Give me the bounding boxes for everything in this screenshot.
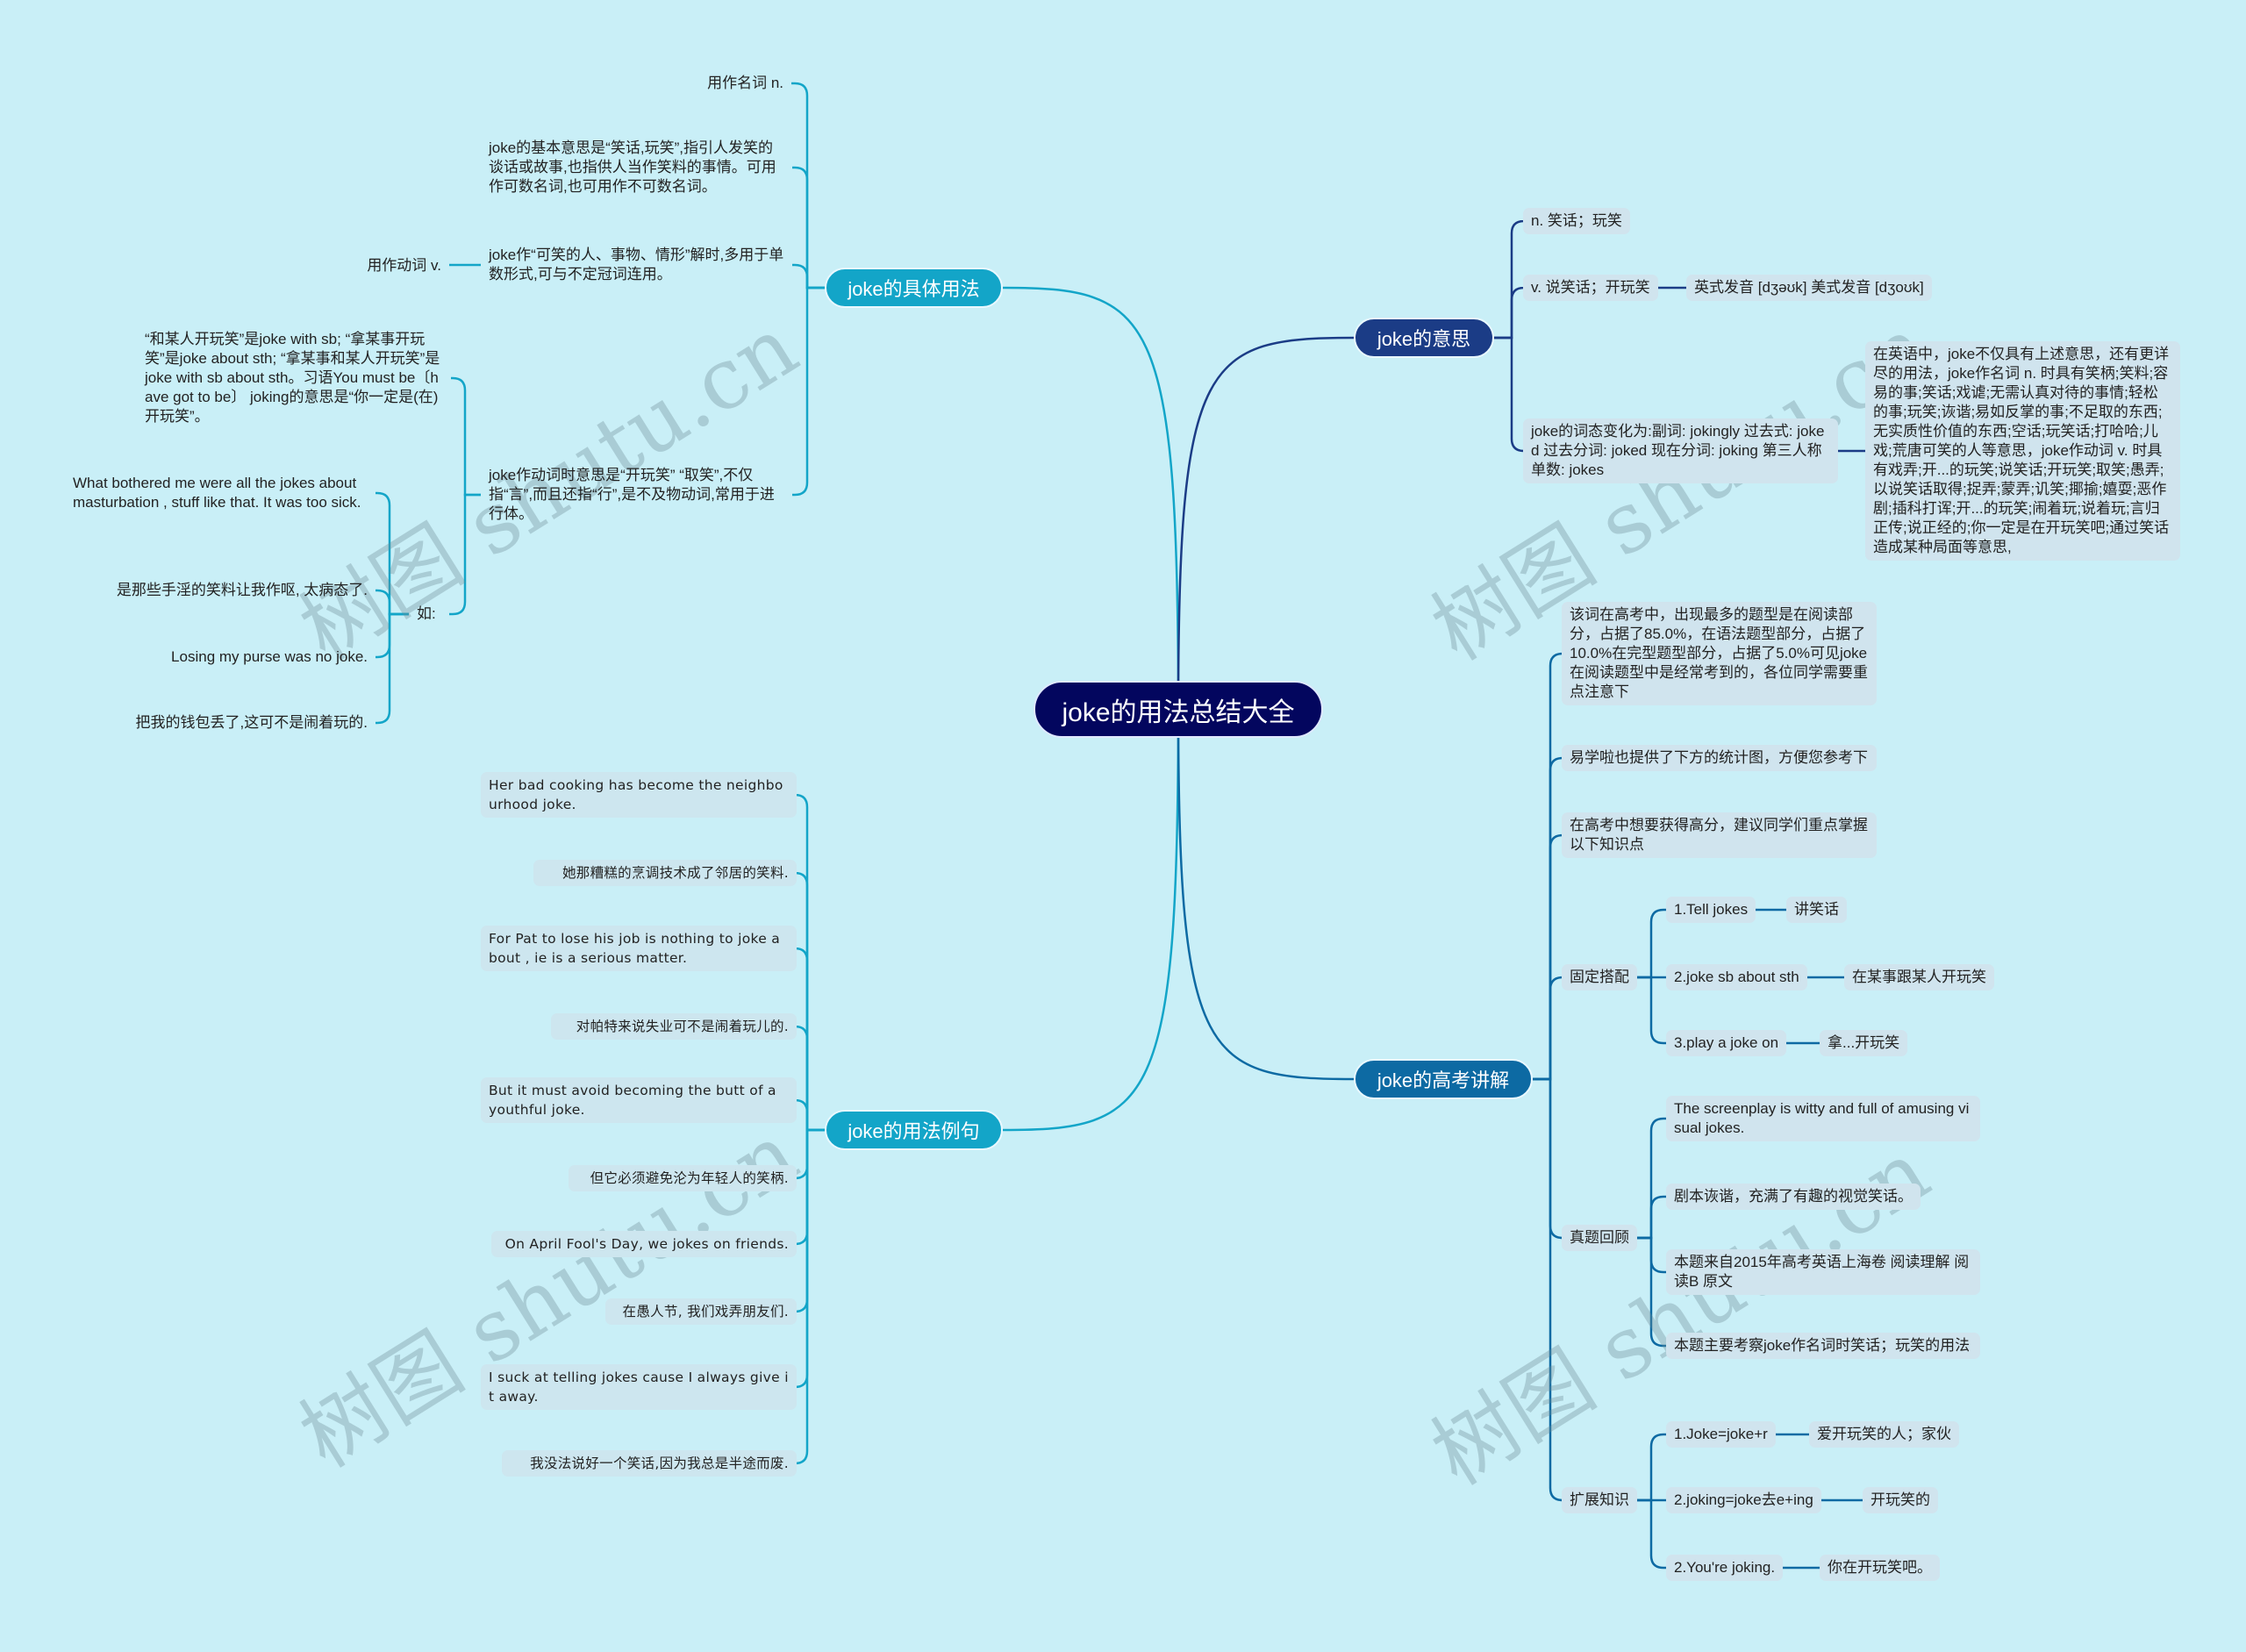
collocation-zh[interactable]: 拿...开玩笑 [1820, 1030, 1908, 1056]
connector [1533, 652, 1563, 1081]
review-item[interactable]: The screenplay is witty and full of amus… [1666, 1096, 1980, 1141]
usage-such-as[interactable]: 如: [417, 605, 436, 622]
connector [794, 947, 825, 1132]
example-sentence[interactable]: But it must avoid becoming the butt of a… [481, 1077, 797, 1123]
usage-verb[interactable]: 用作动词 v. [367, 257, 441, 274]
example-sentence[interactable]: On April Fool's Day, we jokes on friends… [491, 1231, 797, 1257]
usage-basic-meaning[interactable]: joke的基本意思是“笑话,玩笑”,指引人发笑的谈话或故事,也指供人当作笑料的事… [489, 139, 776, 195]
example-translation[interactable]: 在愚人节, 我们戏弄朋友们. [605, 1298, 797, 1325]
collocation-zh[interactable]: 讲笑话 [1786, 897, 1847, 923]
collocation-zh[interactable]: 在某事跟某人开玩笑 [1844, 964, 1994, 990]
connector [794, 1128, 825, 1465]
extension-label[interactable]: 扩展知识 [1562, 1487, 1637, 1513]
connector [1177, 709, 1355, 1081]
connector [1002, 709, 1180, 1132]
connector [1533, 976, 1563, 1081]
review-item[interactable]: 本题主要考察joke作名词时笑话；玩笑的用法 [1666, 1333, 1980, 1359]
connector [1533, 756, 1563, 1081]
exam-stats[interactable]: 该词在高考中，出现最多的题型是在阅读部分，占据了85.0%，在语法题型部分，占据… [1562, 602, 1877, 705]
extension-en[interactable]: 2.joking=joke去e+ing [1666, 1487, 1821, 1513]
usage-noun[interactable]: 用作名词 n. [707, 75, 783, 91]
connector [1494, 219, 1525, 340]
extension-zh[interactable]: 你在开玩笑吧。 [1820, 1555, 1940, 1581]
usage-example[interactable]: Losing my purse was no joke. [171, 648, 368, 665]
collocation-en[interactable]: 1.Tell jokes [1666, 897, 1756, 923]
connector [792, 166, 825, 290]
branch-meaning[interactable]: joke的意思 [1354, 318, 1494, 358]
connector [794, 871, 825, 1132]
exam-chart-note[interactable]: 易学啦也提供了下方的统计图，方便您参考下 [1562, 745, 1877, 771]
usage-example[interactable]: 是那些手淫的笑料让我作呕, 太病态了. [116, 582, 368, 598]
connector [1637, 1236, 1666, 1348]
extension-en[interactable]: 1.Joke=joke+r [1666, 1421, 1776, 1448]
review-label[interactable]: 真题回顾 [1562, 1225, 1637, 1251]
connector [376, 612, 409, 725]
connector [451, 376, 481, 497]
connector [1637, 908, 1666, 979]
example-translation[interactable]: 她那糟糕的烹调技术成了邻居的笑料. [533, 860, 797, 886]
connector [376, 589, 409, 616]
meaning-noun[interactable]: n. 笑话；玩笑 [1523, 208, 1630, 234]
branch-examples[interactable]: joke的用法例句 [825, 1110, 1003, 1150]
central-topic[interactable]: joke的用法总结大全 [1034, 681, 1323, 738]
usage-verb-meaning[interactable]: joke作动词时意思是“开玩笑” “取笑”,不仅指“言”,而且还指“行”,是不及… [489, 467, 775, 522]
connector [794, 1128, 825, 1313]
collocation-en[interactable]: 3.play a joke on [1666, 1030, 1787, 1056]
example-translation[interactable]: 对帕特来说失业可不是闹着玩儿的. [551, 1013, 797, 1040]
collocations-label[interactable]: 固定搭配 [1562, 964, 1637, 990]
connector [449, 493, 481, 616]
branch-usage[interactable]: joke的具体用法 [825, 268, 1003, 308]
review-item[interactable]: 本题来自2015年高考英语上海卷 阅读理解 阅读B 原文 [1666, 1249, 1980, 1295]
connector [794, 1128, 825, 1180]
connector [1637, 976, 1666, 1045]
meaning-verb[interactable]: v. 说笑话；开玩笑 [1523, 275, 1658, 301]
branch-exam[interactable]: joke的高考讲解 [1354, 1059, 1533, 1099]
connector [1494, 286, 1525, 340]
usage-phrases[interactable]: “和某人开玩笑”是joke with sb; “拿某事开玩笑”是joke abo… [145, 331, 440, 425]
example-translation[interactable]: 我没法说好一个笑话,因为我总是半途而废. [502, 1450, 797, 1477]
connector [1637, 1117, 1666, 1240]
extension-en[interactable]: 2.You're joking. [1666, 1555, 1784, 1581]
meaning-detail[interactable]: 在英语中，joke不仅具有上述意思，还有更详尽的用法，joke作名词 n. 时具… [1865, 341, 2180, 561]
connector [1533, 1077, 1563, 1240]
connector [1494, 336, 1525, 453]
example-sentence[interactable]: Her bad cooking has become the neighbour… [481, 772, 797, 818]
connector [794, 1025, 825, 1132]
connector [1637, 1433, 1666, 1502]
connector [1637, 1195, 1666, 1240]
connector [1002, 286, 1180, 710]
connector [792, 263, 825, 290]
extension-zh[interactable]: 开玩笑的 [1863, 1487, 1938, 1513]
usage-example[interactable]: What bothered me were all the jokes abou… [73, 475, 361, 511]
meaning-word-forms[interactable]: joke的词态变化为:副词: jokingly 过去式: joked 过去分词:… [1523, 418, 1838, 483]
extension-zh[interactable]: 爱开玩笑的人；家伙 [1809, 1421, 1959, 1448]
connector [794, 793, 825, 1132]
usage-example[interactable]: 把我的钱包丢了,这可不是闹着玩的. [135, 714, 368, 731]
connector [1533, 1077, 1563, 1502]
connector [794, 1128, 825, 1246]
connector [376, 612, 409, 659]
example-sentence[interactable]: For Pat to lose his job is nothing to jo… [481, 926, 797, 971]
connector [1637, 1498, 1666, 1570]
connector [1177, 336, 1355, 710]
connector [1533, 833, 1563, 1081]
connector [794, 1128, 825, 1389]
usage-singular-form[interactable]: joke作“可笑的人、事物、情形”解时,多用于单数形式,可与不定冠词连用。 [489, 247, 784, 282]
connector [794, 1098, 825, 1132]
connector [376, 491, 409, 616]
meaning-pronunciation[interactable]: 英式发音 [dʒəʊk] 美式发音 [dʒoʊk] [1686, 275, 1932, 301]
collocation-en[interactable]: 2.joke sb about sth [1666, 964, 1807, 990]
exam-advice[interactable]: 在高考中想要获得高分，建议同学们重点掌握以下知识点 [1562, 812, 1877, 858]
example-sentence[interactable]: I suck at telling jokes cause I always g… [481, 1364, 797, 1410]
connector [791, 82, 825, 290]
connector [792, 286, 825, 497]
review-item[interactable]: 剧本诙谐，充满了有趣的视觉笑话。 [1666, 1184, 1921, 1210]
example-translation[interactable]: 但它必须避免沦为年轻人的笑柄. [569, 1165, 797, 1191]
